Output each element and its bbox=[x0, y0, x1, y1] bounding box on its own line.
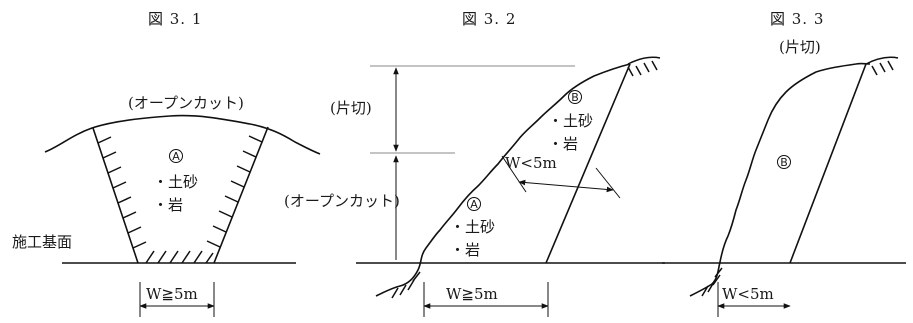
zone-b-circle-2 bbox=[568, 90, 582, 104]
top-ground-hatching-2 bbox=[627, 56, 661, 77]
bottom-ground-hatching-3 bbox=[701, 267, 723, 297]
zone-a-circle bbox=[169, 149, 183, 163]
rock-label: ・岩 bbox=[153, 196, 183, 214]
soil-label-b: ・土砂 bbox=[548, 112, 593, 130]
zone-a-mark-2: A bbox=[470, 198, 478, 211]
rock-label-b: ・岩 bbox=[548, 135, 578, 153]
right-slope-hatching bbox=[206, 135, 263, 248]
soil-label: ・土砂 bbox=[153, 173, 198, 191]
top-ground-hatching-3 bbox=[865, 56, 899, 76]
side-cut-label-3: (片切) bbox=[779, 38, 821, 56]
formation-level-label: 施工基面 bbox=[12, 233, 72, 251]
left-slope-line bbox=[92, 127, 139, 264]
zone-a-mark: A bbox=[172, 150, 180, 163]
zone-a-circle-2 bbox=[467, 197, 481, 211]
width-lt-dimension-arrow bbox=[518, 179, 614, 193]
width-lt-label-2: W<5m bbox=[505, 154, 557, 172]
side-cut-label: (片切) bbox=[330, 99, 372, 117]
figure-3-1-title: 図 3. 1 bbox=[148, 10, 202, 28]
left-slope-hatching bbox=[97, 136, 147, 249]
cut-line-2 bbox=[545, 63, 631, 264]
bottom-hatching bbox=[145, 250, 214, 264]
width-lt-ext-right bbox=[595, 167, 621, 199]
width-lt-label-3: W<5m bbox=[722, 285, 774, 303]
cut-line-3 bbox=[789, 63, 867, 264]
rock-label-a: ・岩 bbox=[450, 241, 480, 259]
figure-3-1: 図 3. 1 (オープンカット) bbox=[12, 10, 321, 317]
right-slope-line bbox=[213, 126, 269, 264]
open-cut-label-2: (オープンカット) bbox=[284, 192, 400, 210]
ground-surface-line bbox=[44, 114, 321, 155]
open-cut-label: (オープンカット) bbox=[128, 94, 244, 112]
zone-b-circle-3 bbox=[777, 155, 791, 169]
width-ge-label-2: W≧5m bbox=[446, 285, 498, 303]
figure-3-3: 図 3. 3 (片切) B W<5m bbox=[662, 10, 906, 317]
figure-3-3-title: 図 3. 3 bbox=[770, 10, 824, 28]
bottom-ground-hatching-2 bbox=[391, 271, 421, 299]
width-ge-label: W≧5m bbox=[146, 285, 198, 303]
ground-surface-line-2 bbox=[375, 63, 631, 297]
soil-label-a: ・土砂 bbox=[450, 218, 495, 236]
zone-b-mark-2: B bbox=[571, 91, 579, 104]
figure-3-2: 図 3. 2 (片切) (オープンカット) bbox=[284, 10, 665, 317]
ground-surface-line-3 bbox=[689, 62, 871, 297]
zone-b-mark-3: B bbox=[780, 156, 788, 169]
figure-3-2-title: 図 3. 2 bbox=[462, 10, 516, 28]
